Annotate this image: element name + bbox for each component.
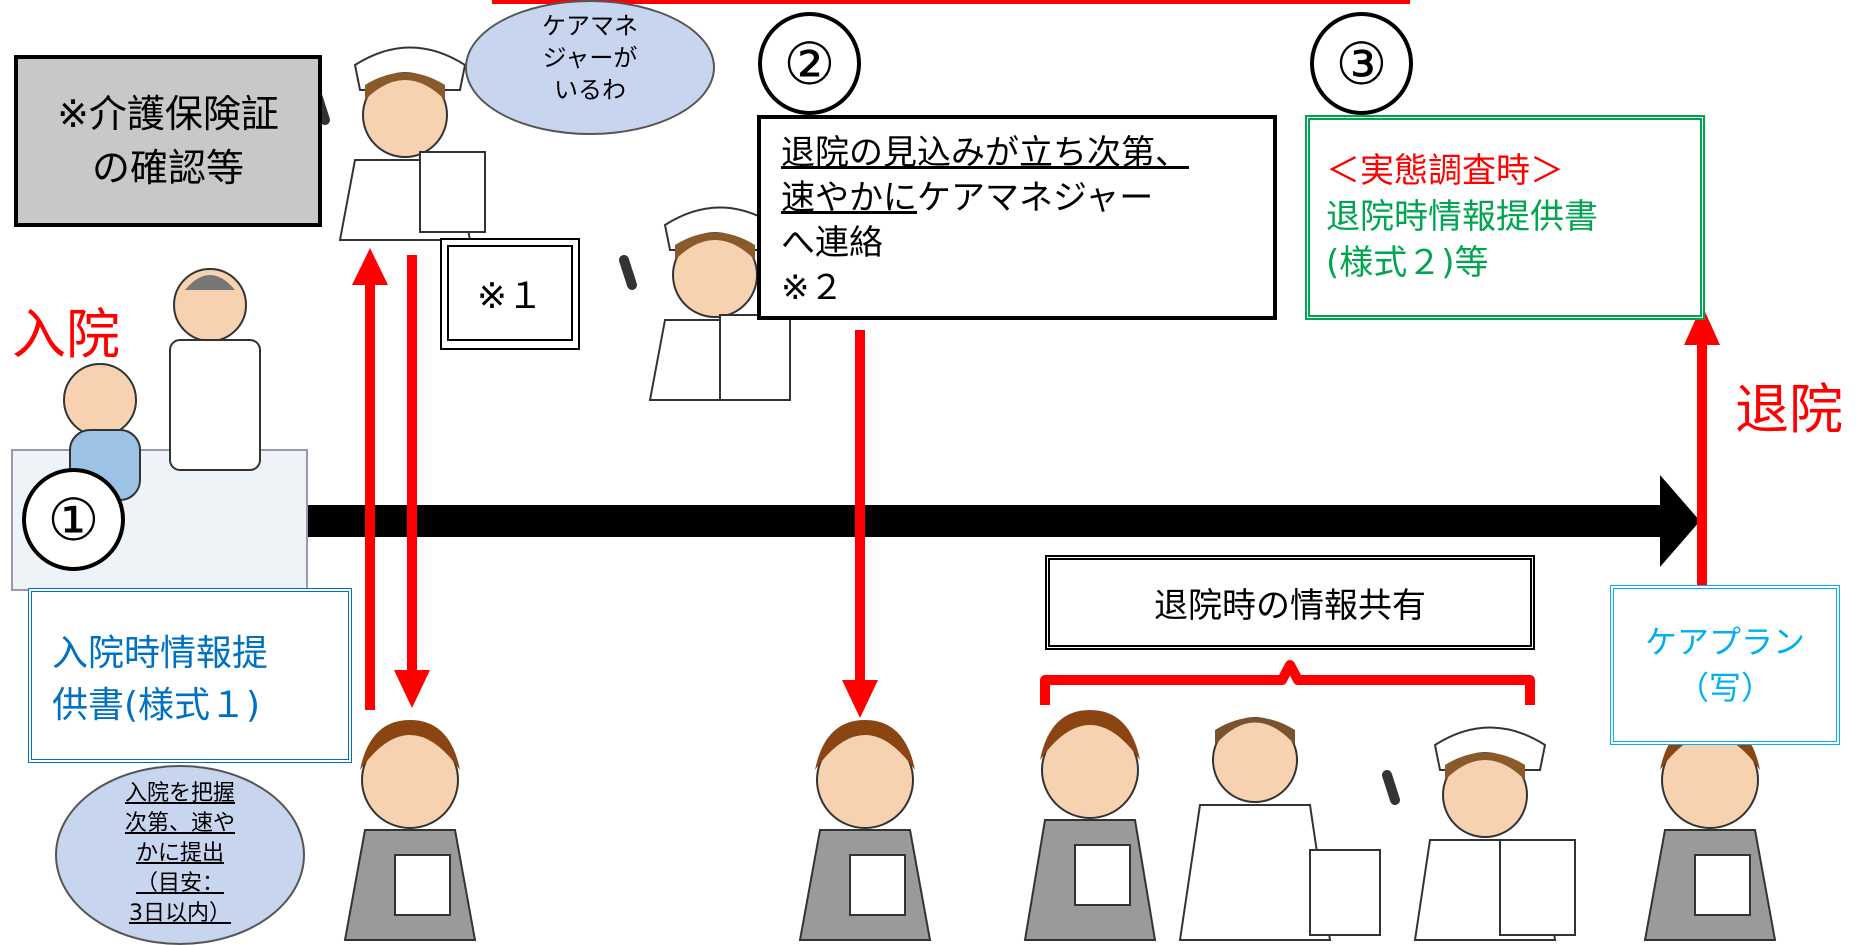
- step1-number: ①: [22, 468, 125, 571]
- survey-box: ＜実態調査時＞ 退院時情報提供書 (様式２)等: [1305, 115, 1705, 320]
- admission-label: 入院: [12, 303, 120, 366]
- discharge-label: 退院: [1735, 378, 1843, 441]
- info-share-brace: [1040, 660, 1535, 705]
- step2-line3: へ連絡: [781, 223, 883, 263]
- nurse-pointing-illustration: [312, 46, 486, 241]
- step3-number: ③: [1310, 12, 1413, 115]
- insurance-check-box: ※介護保険証 の確認等: [14, 55, 322, 227]
- note1-text: ※１: [447, 245, 573, 341]
- step2-line2: 速やかにケアマネジャー: [781, 176, 1253, 221]
- step2-line1: 退院の見込みが立ち次第、: [781, 133, 1189, 173]
- survey-title: ＜実態調査時＞: [1326, 151, 1564, 191]
- step2-text-box: 退院の見込みが立ち次第、 速やかにケアマネジャー へ連絡 ※２: [757, 115, 1277, 320]
- timeline-shaft: [195, 505, 1675, 537]
- step2-line2-underlined: 速やかに: [781, 178, 917, 218]
- step2-number: ②: [758, 12, 861, 115]
- care-manager-illustration: [343, 720, 477, 941]
- care-manager-illustration: [1023, 710, 1157, 941]
- nurse-pointing-illustration: [619, 206, 791, 401]
- survey-body: 退院時情報提供書 (様式２)等: [1326, 197, 1598, 283]
- step2-line4: ※２: [781, 268, 844, 308]
- nurse-speech-bubble: ケアマネ ジャーが いるわ: [465, 0, 715, 135]
- timeline-head: [1660, 475, 1700, 567]
- admission-form-box: 入院時情報提 供書(様式１): [28, 588, 352, 763]
- care-manager-illustration: [798, 720, 932, 941]
- note1-box: ※１: [440, 238, 580, 350]
- info-share-box: 退院時の情報共有: [1045, 555, 1535, 650]
- doctor-illustration: [1178, 717, 1381, 941]
- care-manager-speech-bubble: 入院を把握 次第、速や かに提出 （目安： 3日以内）: [55, 765, 305, 945]
- step2-line2-rest: ケアマネジャー: [917, 178, 1154, 218]
- care-plan-box: ケアプラン （写）: [1610, 585, 1840, 745]
- care-manager-illustration: [1643, 720, 1777, 941]
- nurse-pointing-illustration: [1382, 726, 1576, 941]
